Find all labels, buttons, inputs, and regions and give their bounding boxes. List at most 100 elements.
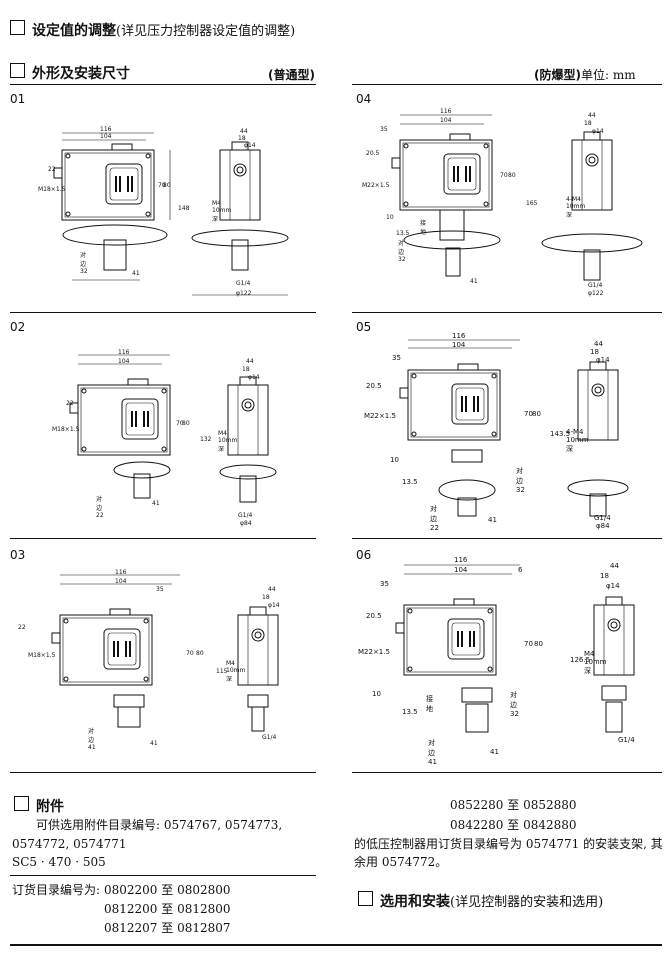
panel-05-front <box>399 339 520 517</box>
p01-w-total: 116 <box>100 126 112 133</box>
p03-w-inner: 104 <box>115 578 127 585</box>
p06-flat: 对边32 <box>510 691 519 718</box>
p03-h3: 80 <box>196 650 204 657</box>
p06-g: G1/4 <box>618 736 635 744</box>
order-range-3: 0812207 至 0812807 <box>104 921 231 935</box>
panel-03-front <box>51 574 180 728</box>
p03-w-total: 116 <box>115 569 127 576</box>
p04-extra: 35 <box>380 126 388 133</box>
panel-id-01: 01 <box>10 92 26 106</box>
panel-03-side <box>237 606 279 732</box>
p04-d: φ122 <box>588 290 604 297</box>
p06-extra: 35 <box>380 580 389 588</box>
p04-w-total: 116 <box>440 108 452 115</box>
dimensions-checkbox <box>10 63 25 78</box>
p04-w-inner: 104 <box>440 117 452 124</box>
explosion-type-unit: (防爆型)单位: mm <box>534 66 636 83</box>
p05-g: G1/4 <box>594 514 611 522</box>
panel-id-04: 04 <box>356 92 372 106</box>
p03-h-total: 115 <box>216 668 228 675</box>
panel-01-front <box>53 132 171 281</box>
panel-01-side <box>191 141 289 296</box>
p01-bottom: 41 <box>132 270 140 277</box>
p01-thread: M18×1.5 <box>38 186 66 193</box>
p01-depth: M4 10mm深 <box>212 200 232 223</box>
p04-g: G1/4 <box>588 282 603 289</box>
p01-f: φ14 <box>244 142 256 149</box>
p02-h-total: 132 <box>200 436 212 443</box>
p05-h-total: 143.5 <box>550 430 571 438</box>
p01-h1: 22 <box>48 166 56 173</box>
p03-extra: 35 <box>156 586 164 593</box>
p04-h2: 70 <box>500 172 508 179</box>
p06-top-b: 18 <box>600 572 609 580</box>
p02-f: φ14 <box>248 374 260 381</box>
panel-id-06: 06 <box>356 548 372 562</box>
panel-rule-left-2 <box>10 538 316 539</box>
panel-rule-right-1 <box>352 312 662 313</box>
order-range-2: 0812200 至 0812800 <box>104 902 231 916</box>
p05-f: φ14 <box>596 356 610 364</box>
p05-w-total: 116 <box>452 332 466 340</box>
p04-h-total: 165 <box>526 200 538 207</box>
p03-depth: M4 10mm深 <box>226 660 246 683</box>
selection-title: 选用和安装 <box>380 894 450 910</box>
p04-f: φ14 <box>592 128 604 135</box>
explosion-type-label: (防爆型) <box>534 68 581 82</box>
p04-h1: 20.5 <box>366 150 380 157</box>
p04-bottom: 41 <box>470 278 478 285</box>
accessories-line2: 0574772, 0574771 <box>12 837 127 851</box>
selection-note: (详见控制器的安装和选用) <box>450 895 604 910</box>
right-paragraph-1: 的低压控制器用订货目录编号为 0574771 的安装支架, 其 <box>354 837 663 851</box>
accessories-line1: 可供选用附件目录编号: 0574767, 0574773, <box>36 818 283 832</box>
p06-depth: M4 10mm深 <box>584 650 607 675</box>
p05-depth: 4-M4 10mm深 <box>566 428 589 453</box>
p04-top-b: 18 <box>584 120 592 127</box>
p06-w-total: 116 <box>454 556 468 564</box>
order-label: 订货目录编号为: <box>12 883 101 897</box>
accessories-title: 附件 <box>36 799 64 815</box>
dimensions-title: 外形及安装尺寸 <box>32 66 130 82</box>
p06-h5: 10 <box>372 690 381 698</box>
p02-thread: M18×1.5 <box>52 426 80 433</box>
accessories-checkbox <box>14 796 29 811</box>
order-range-1: 0802200 至 0802800 <box>104 883 231 897</box>
accessories-rule <box>10 875 316 876</box>
p02-flat: 对边22 <box>96 496 104 519</box>
header-rule-right <box>352 84 662 85</box>
p04-flat: 对边32 <box>398 240 406 263</box>
panel-02-front <box>69 354 171 499</box>
setpoint-title: 设定值的调整 <box>32 23 116 39</box>
p02-bottom: 41 <box>152 500 160 507</box>
panel-05-side <box>567 361 629 517</box>
p06-f: φ14 <box>606 582 620 590</box>
unit-label: 单位: mm <box>580 68 636 82</box>
p02-h2: 70 <box>176 420 184 427</box>
p02-w-total: 116 <box>118 349 130 356</box>
p04-ground: 接地 <box>420 220 427 236</box>
p05-flat2: 对边22 <box>430 505 439 532</box>
panel-rule-left-1 <box>10 312 316 313</box>
p05-h1: 20.5 <box>366 382 382 390</box>
p06-h3: 80 <box>534 640 543 648</box>
panel-04-front <box>391 114 501 277</box>
right-paragraph-2: 余用 0574772。 <box>354 855 448 869</box>
p02-d: φ84 <box>240 520 252 527</box>
p06-flat2: 对边41 <box>428 739 437 766</box>
p05-h2: 70 <box>524 410 533 418</box>
p01-w-inner: 104 <box>100 133 112 140</box>
setpoint-checkbox <box>10 20 25 35</box>
p03-top-b: 18 <box>262 594 270 601</box>
panel-id-02: 02 <box>10 320 26 334</box>
p02-top-a: 44 <box>246 358 254 365</box>
p01-d: φ122 <box>236 290 252 297</box>
normal-type-label: (普通型) <box>268 68 315 82</box>
p06-top-a: 44 <box>610 562 619 570</box>
p02-depth: M4 10mm深 <box>218 430 238 453</box>
p05-h5: 10 <box>390 456 399 464</box>
panel-02-side <box>219 376 277 503</box>
p02-h1: 22 <box>66 400 74 407</box>
p06-h4: 13.5 <box>402 708 418 716</box>
p06-e: 6 <box>518 566 523 574</box>
p04-depth: 4-M4 10mm深 <box>566 196 586 219</box>
